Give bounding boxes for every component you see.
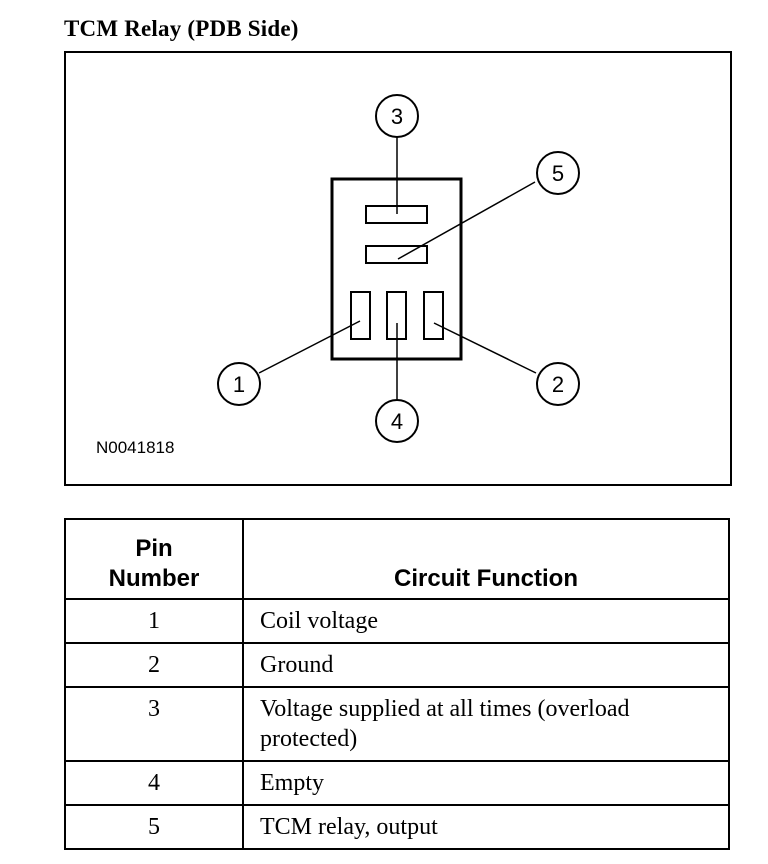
function-cell: Coil voltage — [242, 598, 730, 644]
leader-line-5 — [397, 181, 536, 260]
pin-cell: 2 — [64, 642, 244, 688]
table-row: 4 Empty — [64, 760, 730, 806]
relay-diagram-svg: 3 5 1 2 4 N0041818 — [64, 51, 732, 486]
callout-2: 2 — [536, 362, 580, 406]
page-title: TCM Relay (PDB Side) — [64, 16, 299, 41]
function-cell: Ground — [242, 642, 730, 688]
function-cell: Empty — [242, 760, 730, 806]
callout-label-2: 2 — [552, 372, 564, 397]
leader-line-2 — [433, 322, 537, 374]
pin-cell: 5 — [64, 804, 244, 850]
leader-line-1 — [258, 320, 361, 374]
callout-1: 1 — [217, 362, 261, 406]
callout-5: 5 — [536, 151, 580, 195]
diagram-frame — [64, 51, 732, 486]
pin-slot-1 — [350, 291, 371, 340]
callout-label-3: 3 — [391, 104, 403, 129]
table-row: 5 TCM relay, output — [64, 804, 730, 850]
pin-slot-2 — [423, 291, 444, 340]
table-row: 3 Voltage supplied at all times (overloa… — [64, 686, 730, 762]
callout-label-5: 5 — [552, 161, 564, 186]
table-row: 1 Coil voltage — [64, 598, 730, 644]
function-cell: TCM relay, output — [242, 804, 730, 850]
header-circuit-function: Circuit Function — [242, 518, 730, 600]
relay-diagram: 3 5 1 2 4 N0041818 — [64, 51, 732, 486]
callout-3: 3 — [375, 94, 419, 138]
pin-cell: 1 — [64, 598, 244, 644]
table-row: 2 Ground — [64, 642, 730, 688]
callout-4: 4 — [375, 399, 419, 443]
pin-cell: 3 — [64, 686, 244, 762]
pin-slot-5 — [365, 245, 428, 264]
pin-cell: 4 — [64, 760, 244, 806]
function-cell: Voltage supplied at all times (overload … — [242, 686, 730, 762]
callout-label-1: 1 — [233, 372, 245, 397]
callout-label-4: 4 — [391, 409, 403, 434]
figure-code: N0041818 — [96, 438, 174, 457]
